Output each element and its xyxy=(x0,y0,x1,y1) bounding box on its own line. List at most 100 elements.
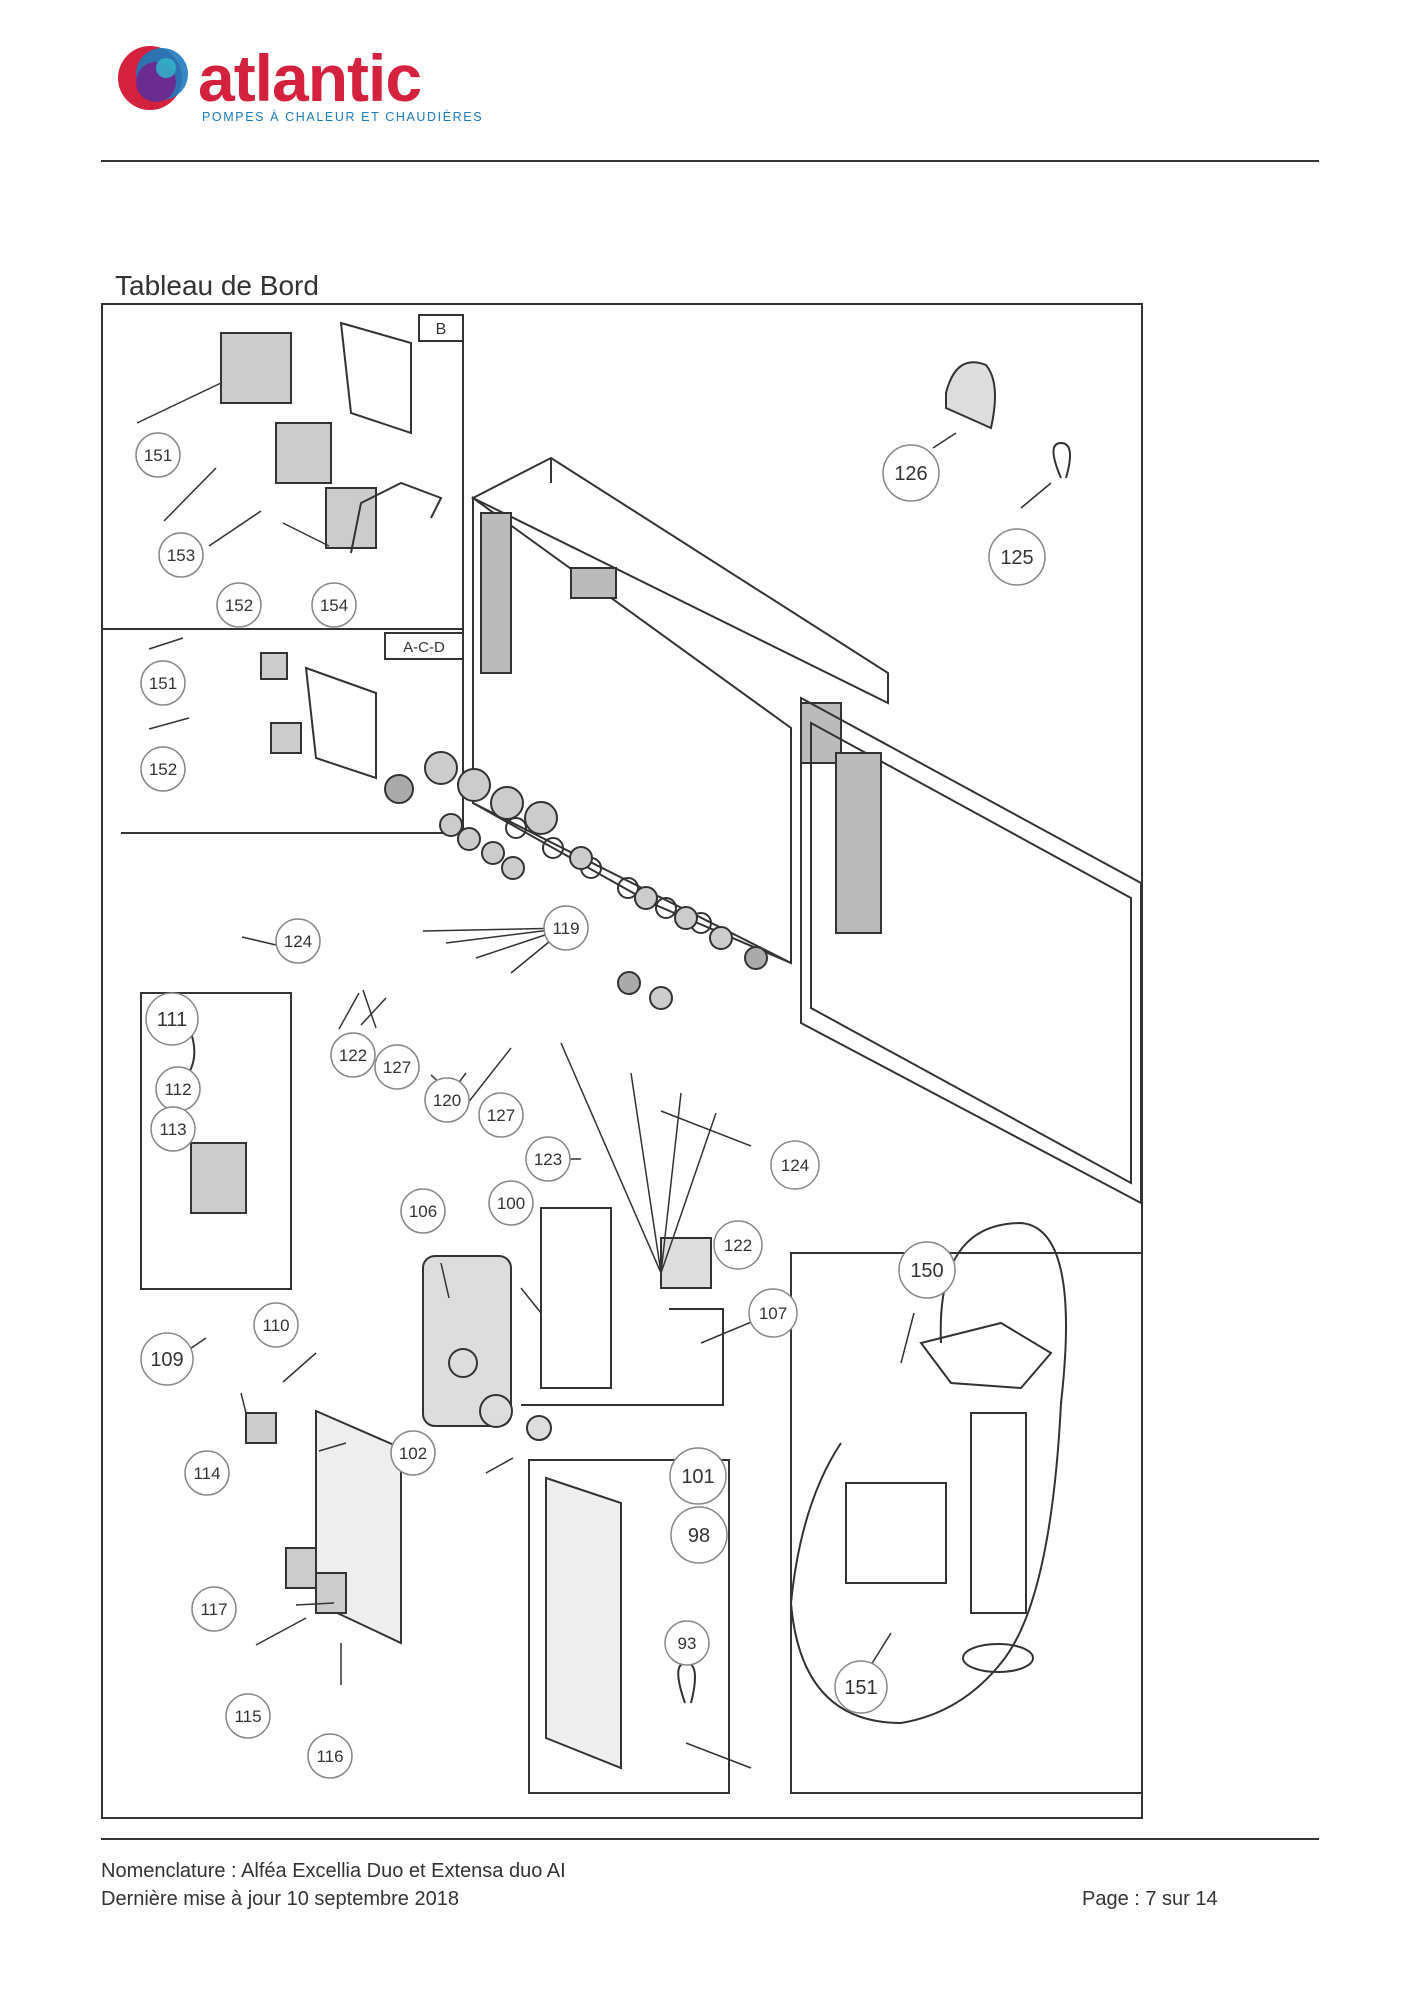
callout-circle xyxy=(374,1044,420,1090)
brand-tagline: POMPES À CHALEUR ET CHAUDIÈRES xyxy=(202,110,484,124)
callout-122: 122 xyxy=(330,1032,376,1078)
callout-115: 115 xyxy=(225,1693,271,1739)
callout-119: 119 xyxy=(543,905,589,951)
callout-106: 106 xyxy=(400,1188,446,1234)
callout-circle xyxy=(525,1136,571,1182)
callout-124: 124 xyxy=(770,1140,820,1190)
callout-circle xyxy=(158,532,204,578)
callout-circle xyxy=(275,918,321,964)
callout-circle xyxy=(184,1450,230,1496)
callout-154: 154 xyxy=(311,582,357,628)
parts-diagram-svg: B A-C-D 151 153 152 154 151 152 126 125 124 119 12… xyxy=(101,303,1144,1819)
callout-number: 98 xyxy=(688,1525,710,1547)
callout-number: 116 xyxy=(316,1747,343,1766)
callout-circle xyxy=(748,1288,798,1338)
inset-b-label: B xyxy=(436,321,447,338)
callout-122: 122 xyxy=(713,1220,763,1270)
callout-number: 153 xyxy=(167,546,195,565)
header-rule xyxy=(101,160,1319,162)
callout-109: 109 xyxy=(140,1332,194,1386)
callout-number: 115 xyxy=(234,1707,261,1726)
callout-number: 150 xyxy=(910,1260,943,1282)
callout-number: 110 xyxy=(262,1316,289,1335)
callout-circle xyxy=(253,1302,299,1348)
callout-circle xyxy=(543,905,589,951)
callout-number: 154 xyxy=(320,596,348,615)
callout-circle xyxy=(882,444,940,502)
callout-circle xyxy=(191,1586,237,1632)
callout-number: 127 xyxy=(383,1058,411,1077)
callout-124: 124 xyxy=(275,918,321,964)
atlantic-logo-mark xyxy=(118,46,188,110)
callout-number: 107 xyxy=(759,1304,787,1323)
atlantic-logo: atlantic POMPES À CHALEUR ET CHAUDIÈRES xyxy=(112,38,492,128)
footer-nomenclature: Nomenclature : Alféa Excellia Duo et Ext… xyxy=(101,1860,566,1882)
callout-number: 106 xyxy=(409,1202,437,1221)
callout-circle xyxy=(390,1430,436,1476)
callout-93: 93 xyxy=(664,1620,710,1666)
svg-text:A-C-D: A-C-D xyxy=(403,639,445,656)
callout-112: 112 xyxy=(155,1066,201,1112)
callout-number: 117 xyxy=(200,1600,227,1619)
callout-number: 111 xyxy=(157,1009,187,1031)
callout-number: 114 xyxy=(193,1464,220,1483)
callout-circle xyxy=(669,1447,727,1505)
callout-circle xyxy=(664,1620,710,1666)
callout-107: 107 xyxy=(748,1288,798,1338)
callout-circle xyxy=(478,1092,524,1138)
callout-150: 150 xyxy=(898,1241,956,1299)
callout-127: 127 xyxy=(478,1092,524,1138)
callout-127: 127 xyxy=(374,1044,420,1090)
callout-number: 123 xyxy=(534,1150,562,1169)
callout-number: 126 xyxy=(894,463,927,485)
callout-number: 152 xyxy=(225,596,253,615)
callout-circle xyxy=(135,432,181,478)
callout-120: 120 xyxy=(424,1077,470,1123)
callout-100: 100 xyxy=(488,1180,534,1226)
callout-number: 152 xyxy=(149,760,177,779)
callout-102: 102 xyxy=(390,1430,436,1476)
callout-117: 117 xyxy=(191,1586,237,1632)
callout-98: 98 xyxy=(670,1506,728,1564)
callout-circle xyxy=(713,1220,763,1270)
callout-number: 100 xyxy=(497,1194,525,1213)
footer-updated: Dernière mise à jour 10 septembre 2018 xyxy=(101,1888,459,1910)
exploded-parts-diagram: B A-C-D 151 153 152 154 151 152 126 125 124 119 12… xyxy=(101,303,1144,1819)
callout-number: 127 xyxy=(487,1106,515,1125)
callout-circle xyxy=(988,528,1046,586)
callout-number: 119 xyxy=(552,919,579,938)
callout-126: 126 xyxy=(882,444,940,502)
callout-151: 151 xyxy=(140,660,186,706)
callout-123: 123 xyxy=(525,1136,571,1182)
footer-page-number: Page : 7 sur 14 xyxy=(1082,1888,1218,1910)
inset-acd-label: A-C-D xyxy=(403,639,445,656)
callout-152: 152 xyxy=(216,582,262,628)
callout-circle xyxy=(670,1506,728,1564)
callout-circle xyxy=(424,1077,470,1123)
callout-number: 151 xyxy=(144,446,172,465)
callout-number: 122 xyxy=(339,1046,367,1065)
section-title: Tableau de Bord xyxy=(115,270,319,301)
callout-number: 125 xyxy=(1000,547,1033,569)
callout-number: 93 xyxy=(678,1634,697,1653)
callout-116: 116 xyxy=(307,1733,353,1779)
callout-circle xyxy=(834,1660,888,1714)
callout-circle xyxy=(150,1106,196,1152)
callout-151: 151 xyxy=(834,1660,888,1714)
callout-circle xyxy=(400,1188,446,1234)
callout-number: 109 xyxy=(150,1349,183,1371)
callout-circle xyxy=(140,1332,194,1386)
callout-number: 122 xyxy=(724,1236,752,1255)
callout-circle xyxy=(488,1180,534,1226)
callout-153: 153 xyxy=(158,532,204,578)
callout-circle xyxy=(225,1693,271,1739)
callout-111: 111 xyxy=(145,992,199,1046)
callout-number: 124 xyxy=(781,1156,809,1175)
callout-circle xyxy=(216,582,262,628)
callout-number: 101 xyxy=(681,1466,714,1488)
callout-circle xyxy=(140,746,186,792)
callout-number: 102 xyxy=(399,1444,427,1463)
callouts-group: 151 153 152 154 151 152 126 125 124 119 122 127 120 1… xyxy=(135,432,1046,1779)
callout-152: 152 xyxy=(140,746,186,792)
callout-114: 114 xyxy=(184,1450,230,1496)
